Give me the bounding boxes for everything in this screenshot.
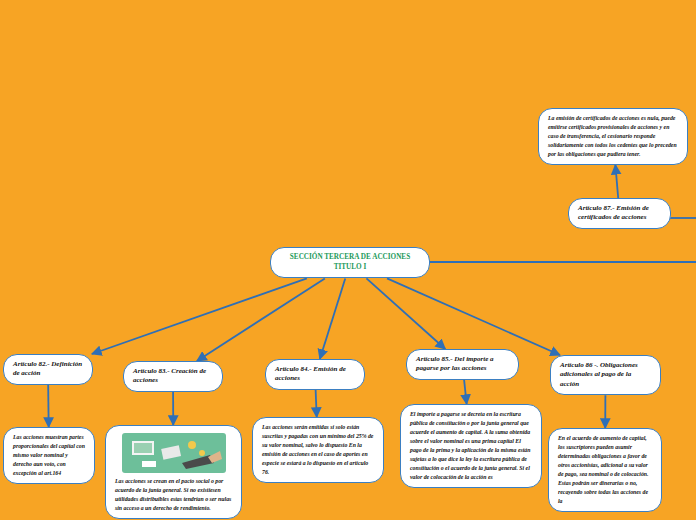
article-title: Artículo 85.- Del importe a pagarse por … xyxy=(416,355,509,374)
article-summary: En el acuerdo de aumento de capital, los… xyxy=(558,434,652,506)
topic-box: Artículo 87.- Emisión de certificados de… xyxy=(568,198,671,229)
article-title: Artículo 83.- Creación de acciones xyxy=(133,367,213,386)
article-title: Artículo 82.- Definición de acción xyxy=(13,360,83,379)
topic-box: El importe a pagarse se decreta en la es… xyxy=(400,404,542,488)
branch-arrow xyxy=(464,380,467,404)
topic-box: Artículo 86 -. Obligaciones adicionales … xyxy=(550,355,661,395)
topic-box: Las acciones muestran partes proporciona… xyxy=(3,427,95,484)
topic-box: Artículo 82.- Definición de acción xyxy=(3,354,93,385)
topic-box: Artículo 84.- Emisión de acciones xyxy=(265,359,365,390)
article-summary: Las acciones muestran partes proporciona… xyxy=(13,433,85,478)
offpage-branch-line xyxy=(670,217,696,219)
branch-arrow xyxy=(320,278,345,359)
article-title: Artículo 86 -. Obligaciones adicionales … xyxy=(560,361,651,389)
topic-box: Artículo 83.- Creación de acciones xyxy=(123,361,223,392)
article-summary: El importe a pagarse se decreta en la es… xyxy=(410,410,532,482)
money-illustration xyxy=(122,433,226,473)
topic-box: Las acciones serán emitidas si solo está… xyxy=(252,417,384,483)
article-summary: La emisión de certificados de acciones e… xyxy=(548,114,678,159)
branch-arrow xyxy=(366,278,445,349)
topic-box: La emisión de certificados de acciones e… xyxy=(538,108,688,165)
topic-box: Las acciones se crean en el pacto social… xyxy=(105,425,242,519)
offpage-branch-line xyxy=(430,261,696,263)
topic-box: Artículo 85.- Del importe a pagarse por … xyxy=(406,349,519,380)
article-title: Artículo 87.- Emisión de certificados de… xyxy=(578,204,661,223)
branch-arrow xyxy=(47,385,49,427)
article-summary: Las acciones serán emitidas si solo está… xyxy=(262,423,374,477)
branch-arrow xyxy=(604,395,606,428)
branch-arrow xyxy=(197,278,325,361)
topic-box: En el acuerdo de aumento de capital, los… xyxy=(548,428,662,512)
branch-arrow xyxy=(172,392,174,425)
central-title: SECCIÓN TERCERA DE ACCIONES TITULO I xyxy=(280,253,420,272)
branch-arrow xyxy=(615,165,618,198)
article-title: Artículo 84.- Emisión de acciones xyxy=(275,365,355,384)
branch-arrow xyxy=(316,390,317,417)
central-topic: SECCIÓN TERCERA DE ACCIONES TITULO I xyxy=(270,247,430,278)
branch-arrow xyxy=(387,278,560,355)
article-summary: Las acciones se crean en el pacto social… xyxy=(115,477,232,513)
branch-arrow xyxy=(92,278,307,354)
